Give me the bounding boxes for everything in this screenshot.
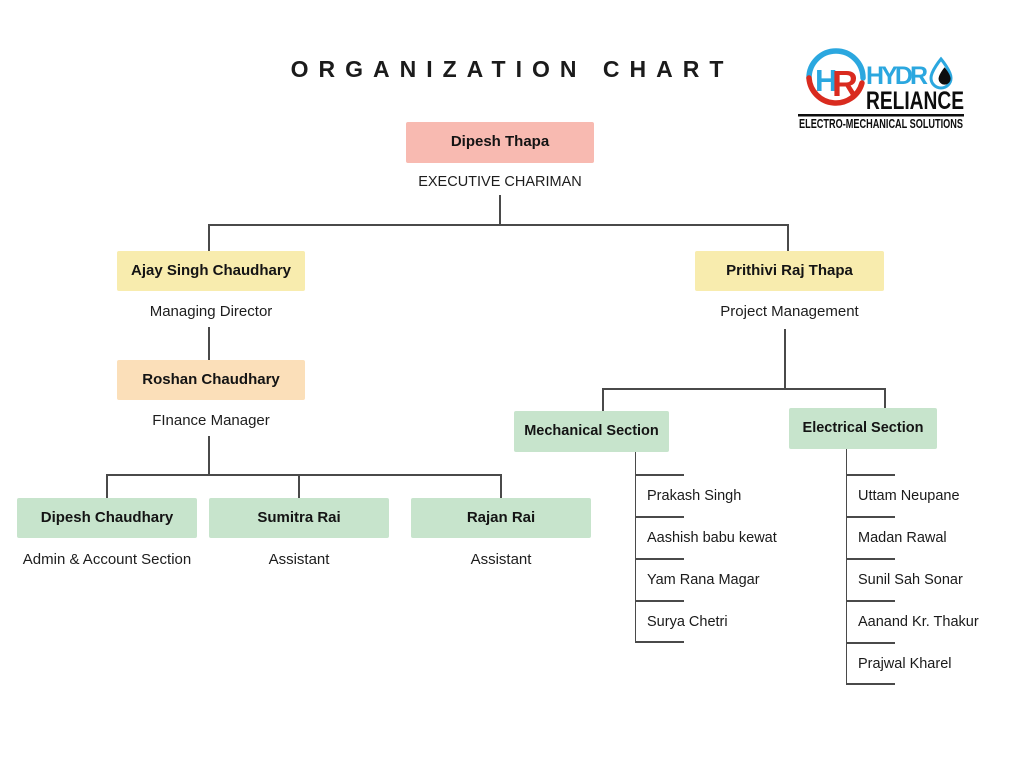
logo-brand-hydro: HYDR: [866, 62, 928, 90]
role-finance-manager: FInance Manager: [152, 412, 270, 429]
connector-level1-bar: [208, 224, 789, 226]
node-managing-director: Ajay Singh Chaudhary: [117, 251, 305, 291]
connector-drop-assistant2: [500, 475, 502, 498]
list-item: Yam Rana Magar: [636, 558, 815, 601]
connector-drop-pm: [787, 225, 789, 251]
connector-pm-bar: [602, 388, 886, 390]
node-assistant-2: Rajan Rai: [411, 498, 591, 538]
node-executive-chairman: Dipesh Thapa: [406, 122, 594, 163]
electrical-member-list: Uttam Neupane Madan Rawal Sunil Sah Sona…: [846, 449, 1024, 685]
connector-drop-electrical: [884, 389, 886, 409]
node-project-management: Prithivi Raj Thapa: [695, 251, 884, 291]
list-item: Madan Rawal: [847, 516, 1024, 559]
monogram-circle-icon: H R: [806, 48, 866, 106]
node-admin-account: Dipesh Chaudhary: [17, 498, 197, 538]
connector-root-stem: [499, 195, 501, 224]
list-item: Sunil Sah Sonar: [847, 558, 1024, 601]
role-admin-account: Admin & Account Section: [22, 551, 192, 568]
list-item: Prajwal Kharel: [847, 642, 1024, 685]
list-item: Prakash Singh: [636, 474, 815, 517]
svg-text:H: H: [815, 63, 837, 98]
node-electrical-section: Electrical Section: [789, 408, 937, 449]
list-item: Surya Chetri: [636, 600, 815, 643]
role-project-management: Project Management: [720, 303, 859, 320]
node-mechanical-section: Mechanical Section: [514, 411, 669, 452]
logo-brand-reliance: RELIANCE: [866, 87, 964, 115]
hydro-reliance-logo: H R HYDR RELIANCE ELECTRO-MECHANICAL SOL…: [796, 44, 968, 134]
connector-md-fm: [208, 327, 210, 360]
logo-graphic: H R HYDR RELIANCE ELECTRO-MECHANICAL SOL…: [798, 48, 964, 131]
connector-drop-md: [208, 225, 210, 251]
water-drop-icon: [929, 56, 953, 90]
logo-tagline: ELECTRO-MECHANICAL SOLUTIONS: [799, 117, 963, 131]
page-title: ORGANIZATION CHART: [290, 56, 734, 82]
logo-divider: [798, 114, 964, 117]
connector-fm-stem: [208, 436, 210, 474]
role-executive-chairman: EXECUTIVE CHARIMAN: [418, 174, 582, 190]
connector-fm-bar: [106, 474, 502, 476]
node-assistant-1: Sumitra Rai: [209, 498, 389, 538]
role-assistant-1: Assistant: [268, 551, 330, 568]
list-item: Uttam Neupane: [847, 474, 1024, 517]
connector-drop-mechanical: [602, 389, 604, 411]
connector-drop-admin: [106, 475, 108, 498]
role-assistant-2: Assistant: [470, 551, 532, 568]
role-managing-director: Managing Director: [149, 303, 273, 320]
connector-pm-stem: [784, 329, 786, 388]
list-item: Aashish babu kewat: [636, 516, 815, 559]
mechanical-member-list: Prakash Singh Aashish babu kewat Yam Ran…: [635, 452, 815, 643]
svg-text:R: R: [832, 63, 858, 104]
list-item: Aanand Kr. Thakur: [847, 600, 1024, 643]
connector-drop-assistant1: [298, 475, 300, 498]
node-finance-manager: Roshan Chaudhary: [117, 360, 305, 400]
